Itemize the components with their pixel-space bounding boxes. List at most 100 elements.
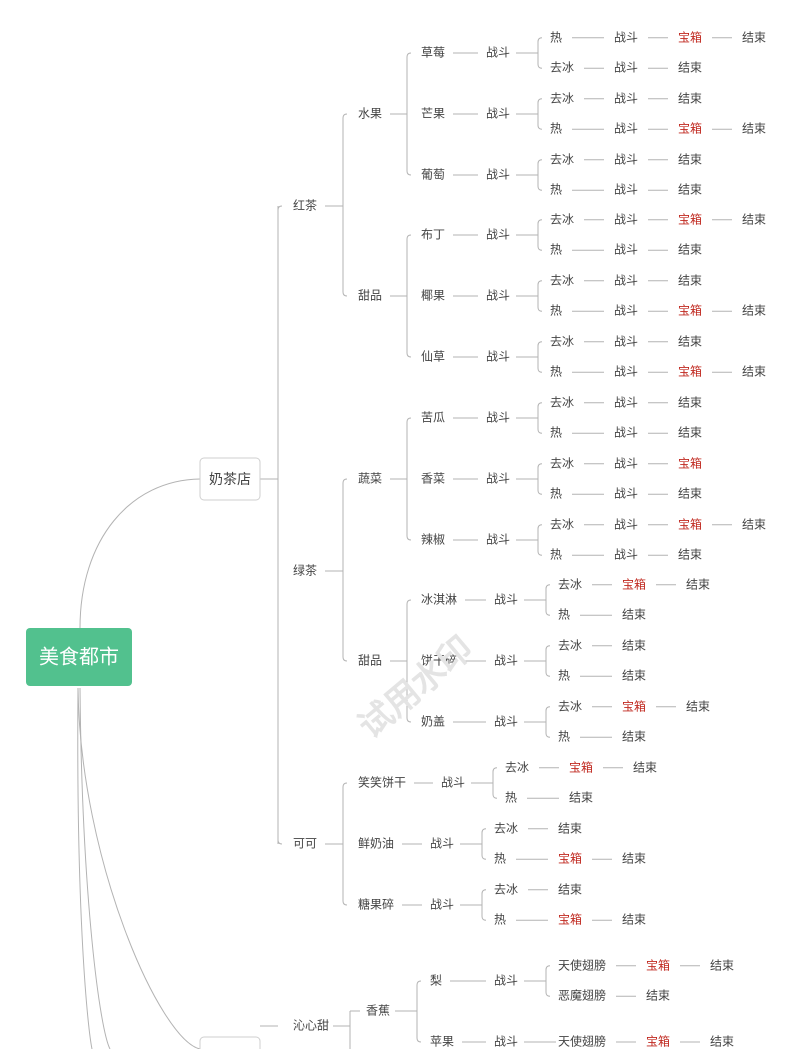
node-category[interactable]: 绿茶 [293, 563, 317, 578]
node-fight[interactable]: 战斗 [486, 168, 510, 182]
node-step[interactable]: 去冰 [494, 882, 518, 896]
node-step[interactable]: 去冰 [550, 152, 574, 166]
node-group[interactable]: 甜品 [358, 289, 382, 303]
node-step[interactable]: 结束 [710, 958, 734, 972]
node-step[interactable]: 宝箱 [646, 1034, 670, 1049]
node-step[interactable]: 去冰 [558, 577, 582, 591]
node-step[interactable]: 宝箱 [569, 759, 593, 774]
node-step[interactable]: 战斗 [614, 548, 638, 562]
node-step[interactable]: 热 [494, 913, 506, 927]
node-step[interactable]: 结束 [622, 669, 646, 683]
node-item[interactable]: 鲜奶油 [358, 837, 394, 851]
node-fight[interactable]: 战斗 [494, 974, 518, 988]
node-item[interactable]: 布丁 [421, 228, 445, 242]
node-step[interactable]: 天使翅膀 [558, 957, 606, 972]
node-fight[interactable]: 战斗 [486, 289, 510, 303]
node-item[interactable]: 饼干碎 [421, 653, 457, 668]
node-step[interactable]: 战斗 [614, 30, 638, 44]
node-step[interactable]: 战斗 [614, 487, 638, 501]
node-milk-tea-shop[interactable] [199, 457, 261, 501]
node-step[interactable]: 宝箱 [678, 121, 702, 136]
node-fight[interactable]: 战斗 [430, 898, 454, 912]
node-item[interactable]: 冰淇淋 [421, 593, 457, 607]
node-step[interactable]: 结束 [678, 152, 702, 166]
node-fight[interactable]: 战斗 [494, 593, 518, 607]
node-step[interactable]: 宝箱 [646, 957, 670, 972]
node-step[interactable]: 结束 [678, 183, 702, 197]
node-step[interactable]: 结束 [678, 334, 702, 348]
node-step[interactable]: 热 [558, 608, 570, 622]
node-step[interactable]: 结束 [678, 91, 702, 105]
node-fight[interactable]: 战斗 [486, 533, 510, 547]
node-step[interactable]: 结束 [558, 882, 582, 896]
node-step[interactable]: 宝箱 [678, 29, 702, 44]
node-step[interactable]: 宝箱 [678, 303, 702, 318]
node-item[interactable]: 苦瓜 [421, 411, 445, 425]
node-item[interactable]: 椰果 [421, 288, 445, 303]
node-step[interactable]: 结束 [678, 61, 702, 75]
node-step[interactable]: 热 [550, 426, 562, 440]
node-fight[interactable]: 战斗 [486, 107, 510, 121]
node-step[interactable]: 战斗 [614, 304, 638, 318]
node-step[interactable]: 战斗 [614, 243, 638, 257]
node-group[interactable]: 香蕉 [366, 1004, 390, 1018]
node-fight[interactable]: 战斗 [494, 715, 518, 729]
node-step[interactable]: 结束 [742, 30, 766, 44]
node-step[interactable]: 结束 [742, 304, 766, 318]
node-step[interactable]: 宝箱 [678, 364, 702, 379]
node-step[interactable]: 恶魔翅膀 [558, 988, 606, 1003]
node-step[interactable]: 宝箱 [558, 851, 582, 866]
node-step[interactable]: 战斗 [614, 152, 638, 166]
node-step[interactable]: 结束 [622, 730, 646, 744]
node-step[interactable]: 战斗 [614, 395, 638, 409]
node-step[interactable]: 战斗 [614, 91, 638, 105]
node-step[interactable]: 热 [550, 487, 562, 501]
node-step[interactable]: 结束 [678, 243, 702, 257]
node-group[interactable]: 甜品 [358, 654, 382, 668]
node-step[interactable]: 结束 [678, 273, 702, 287]
node-step[interactable]: 结束 [622, 638, 646, 652]
node-step[interactable]: 天使翅膀 [558, 1034, 606, 1049]
node-step[interactable]: 战斗 [614, 61, 638, 75]
node-item[interactable]: 辣椒 [421, 533, 445, 547]
node-step[interactable]: 结束 [678, 548, 702, 562]
node-step[interactable]: 热 [550, 243, 562, 257]
node-step[interactable]: 结束 [678, 395, 702, 409]
node-fight[interactable]: 战斗 [486, 411, 510, 425]
node-step[interactable]: 结束 [742, 365, 766, 379]
node-step[interactable]: 热 [550, 30, 562, 44]
node-category[interactable]: 红茶 [293, 198, 317, 213]
node-step[interactable]: 热 [505, 791, 517, 805]
node-step[interactable]: 去冰 [550, 517, 574, 531]
node-step[interactable]: 去冰 [558, 638, 582, 652]
node-category[interactable]: 沁心甜 [293, 1019, 329, 1033]
node-step[interactable]: 宝箱 [622, 576, 646, 591]
node-group[interactable]: 蔬菜 [358, 472, 382, 486]
root-node[interactable] [26, 628, 132, 686]
node-step[interactable]: 热 [550, 548, 562, 562]
node-fight[interactable]: 战斗 [486, 350, 510, 364]
node-step[interactable]: 宝箱 [678, 211, 702, 226]
node-step[interactable]: 结束 [686, 699, 710, 713]
node-step[interactable]: 宝箱 [558, 912, 582, 927]
node-step[interactable]: 结束 [646, 989, 670, 1003]
node-item[interactable]: 笑笑饼干 [358, 775, 406, 790]
node-step[interactable]: 去冰 [505, 760, 529, 774]
node-step[interactable]: 热 [550, 183, 562, 197]
node-item[interactable]: 芒果 [421, 106, 445, 121]
node-step[interactable]: 战斗 [614, 273, 638, 287]
node-step[interactable]: 热 [550, 304, 562, 318]
node-step[interactable]: 去冰 [558, 699, 582, 713]
node-step[interactable]: 战斗 [614, 212, 638, 226]
node-item[interactable]: 葡萄 [421, 168, 445, 182]
node-step[interactable]: 热 [550, 365, 562, 379]
node-item[interactable]: 梨 [430, 974, 442, 988]
node-fight[interactable]: 战斗 [430, 837, 454, 851]
node-step[interactable]: 战斗 [614, 426, 638, 440]
node-step[interactable]: 结束 [569, 791, 593, 805]
node-step[interactable]: 去冰 [494, 821, 518, 835]
node-step[interactable]: 结束 [678, 487, 702, 501]
node-item[interactable]: 仙草 [421, 350, 445, 364]
node-step[interactable]: 宝箱 [622, 698, 646, 713]
node-step[interactable]: 战斗 [614, 183, 638, 197]
